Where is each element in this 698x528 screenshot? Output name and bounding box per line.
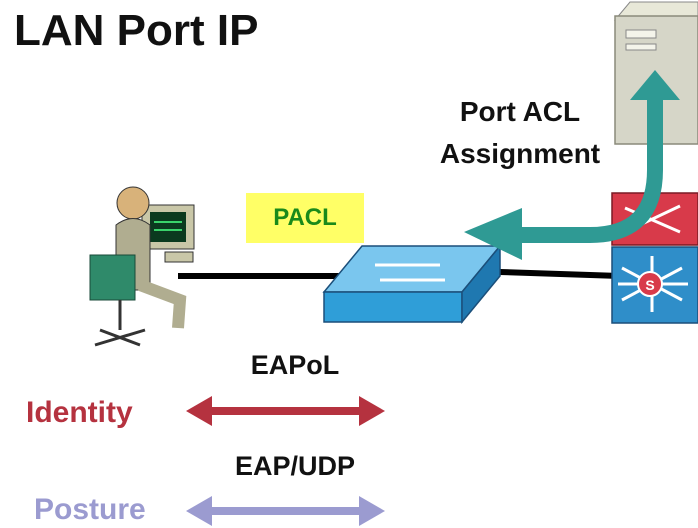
eap-udp-label: EAP/UDP xyxy=(234,451,356,481)
teal-acl-arrow xyxy=(464,70,680,260)
link-switch-router xyxy=(499,269,621,279)
server-icon xyxy=(613,1,698,145)
switch-icon xyxy=(322,243,502,325)
pacl-label: PACL xyxy=(246,193,364,243)
svg-text:S: S xyxy=(645,277,654,293)
identity-arrow xyxy=(186,396,385,426)
identity-label: Identity xyxy=(26,396,133,429)
page-title: LAN Port IP xyxy=(14,6,259,55)
port-acl-label-line1: Port ACL xyxy=(459,96,581,127)
eapol-label: EAPoL xyxy=(250,350,340,380)
port-acl-label-line2: Assignment xyxy=(439,138,601,169)
user-workstation-icon xyxy=(89,186,195,347)
posture-label: Posture xyxy=(34,493,146,526)
posture-arrow xyxy=(186,496,385,526)
router-icon: S xyxy=(611,192,698,324)
